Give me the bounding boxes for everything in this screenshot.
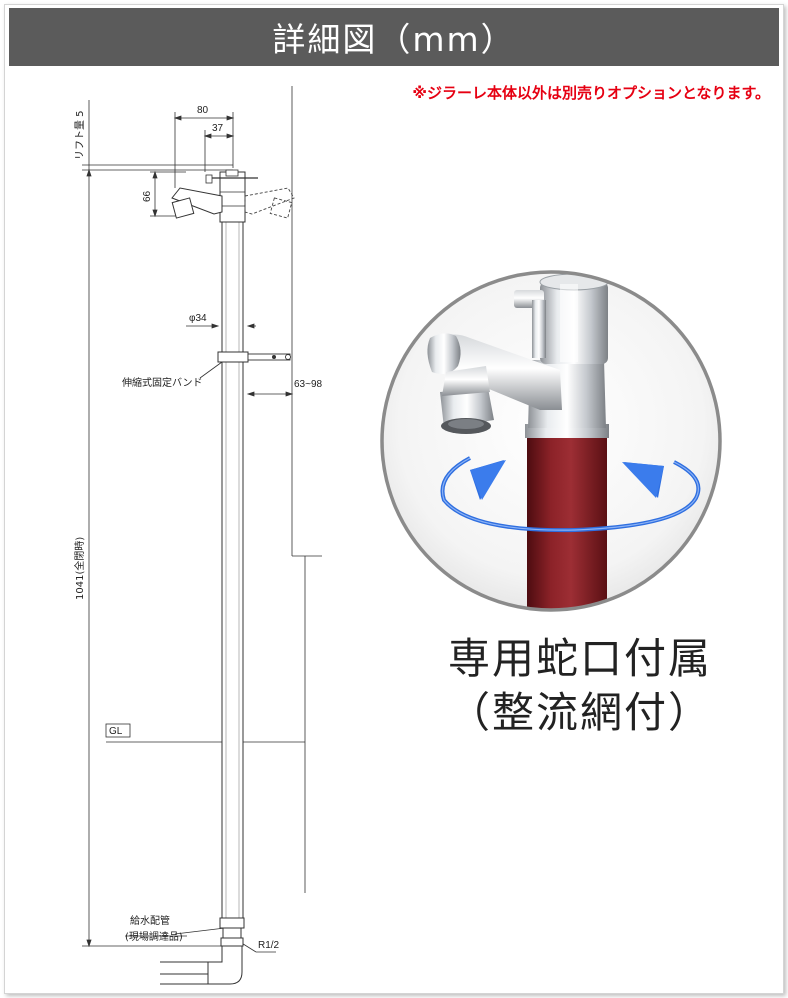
lift-label: リフト量 5 — [74, 110, 86, 160]
rotation-arrow-icon — [440, 456, 701, 533]
height-66-label: 66 — [142, 190, 153, 202]
gl-label: GL — [109, 726, 123, 737]
callout-line-2: （整流網付） — [447, 688, 712, 737]
band-label: 伸縮式固定バンド — [122, 376, 203, 389]
supply-pipe-note: (現場調達品) — [125, 930, 183, 943]
pole-drawing — [160, 169, 295, 985]
page-title: 詳細図（mm） — [9, 8, 779, 66]
thread-label: R1/2 — [258, 940, 280, 951]
callout-line-1: 専用蛇口付属 — [447, 634, 712, 683]
total-height-label: 1041(全閉時) — [73, 537, 86, 600]
diameter-label: φ34 — [189, 313, 207, 324]
faucet-callout: 専用蛇口付属 （整流網付） — [380, 632, 780, 740]
range-label: 63~98 — [294, 379, 323, 390]
supply-pipe-label: 給水配管 — [130, 914, 170, 927]
width-37-label: 37 — [212, 123, 224, 134]
faucet-photo — [380, 270, 722, 612]
option-note: ※ジラーレ本体以外は別売りオプションとなります。 — [412, 84, 770, 102]
width-80-label: 80 — [197, 105, 209, 116]
